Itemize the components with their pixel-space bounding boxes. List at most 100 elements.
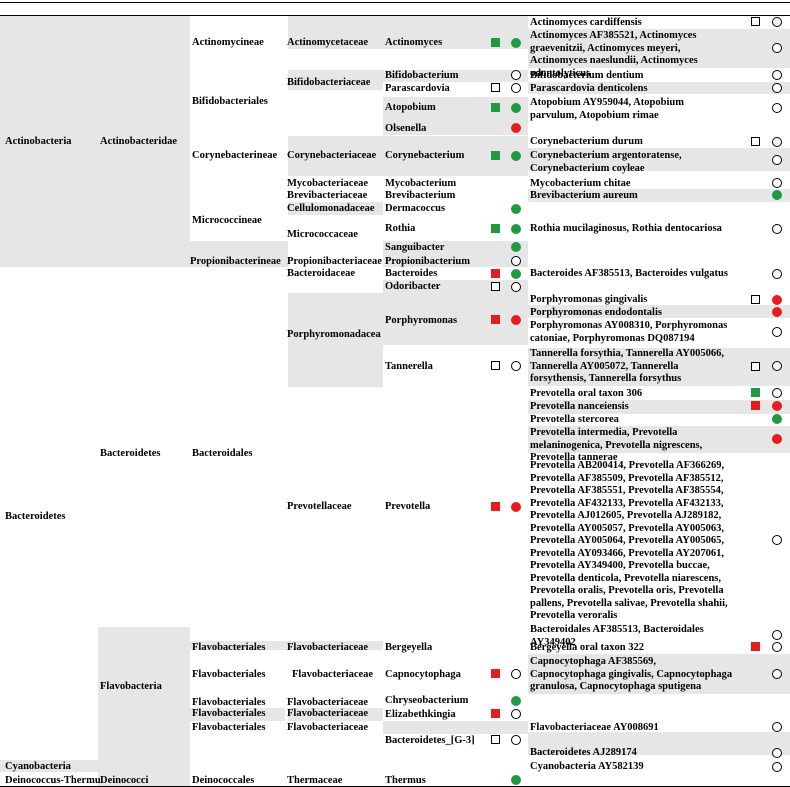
species-label: Prevotella AY005057, Prevotella AY005063… [530, 522, 724, 534]
species-label: Porphyromonas endodontalis [530, 307, 662, 318]
familie-label: Flavobacteriaceae [287, 697, 369, 708]
species-label: Cyanobacteria AY582139 [530, 761, 644, 772]
genus-label: Actinomyces [385, 37, 443, 48]
familie-label: Prevotellaceae [287, 501, 352, 512]
species-label: Prevotella veroralis [530, 610, 618, 621]
phylum-label: Deinococcus-Thermu [5, 775, 101, 786]
species-label: Porphyromonas AY008310, Porphyromonas [530, 320, 728, 331]
familie-label: Propionibacteriaceae [287, 256, 382, 267]
species-label: Prevotella stercorea [530, 414, 619, 425]
phylum-label: Actinobacteria [5, 136, 72, 147]
familie-label: Flavobacteriaceae [292, 669, 374, 680]
genus-label: Prevotella [385, 501, 431, 512]
shade-block-8 [383, 97, 528, 121]
marker-circle [772, 762, 782, 772]
marker-square [751, 137, 760, 146]
marker-circle [772, 190, 782, 200]
header-rule-top [0, 2, 790, 3]
phylum-label: Cyanobacteria [5, 761, 71, 772]
marker-square [491, 151, 500, 160]
marker-square [491, 669, 500, 678]
species-label: Prevotella denticola, Prevotella niaresc… [530, 572, 721, 584]
marker-circle [511, 669, 521, 679]
species-label: Prevotella oralis, Prevotella oris, Prev… [530, 585, 724, 596]
marker-circle [511, 38, 521, 48]
marker-square [491, 103, 500, 112]
order-label: Flavobacteriales [192, 708, 266, 719]
marker-circle [772, 361, 782, 371]
marker-circle [511, 282, 521, 292]
marker-circle [772, 535, 782, 545]
species-label: Prevotella AJ012605, Prevotella AJ289182… [530, 510, 722, 521]
marker-circle [772, 388, 782, 398]
marker-circle [511, 70, 521, 80]
shade-block-19 [383, 293, 528, 345]
shade-block-21 [528, 348, 790, 386]
order-label: Deinococcales [192, 775, 255, 786]
species-label: graevenitzii, Actinomyces meyeri, [530, 42, 681, 54]
marker-circle [772, 295, 782, 305]
species-label: Prevotella intermedia, Prevotella [530, 427, 678, 438]
classe-label: Deinococci [100, 775, 149, 786]
species-label: Bergeyella oral taxon 322 [530, 642, 645, 653]
marker-circle [772, 70, 782, 80]
marker-square [751, 362, 760, 371]
genus-label: Mycobacterium [385, 178, 457, 189]
marker-circle [511, 735, 521, 745]
shade-block-7 [528, 82, 790, 94]
marker-circle [772, 327, 782, 337]
species-label: Prevotella AY349400, Prevotella buccae, [530, 560, 710, 571]
shade-block-12 [528, 148, 790, 171]
marker-circle [511, 256, 521, 266]
species-label: Capnocytophaga gingivalis, Capnocytophag… [530, 668, 733, 680]
marker-circle [772, 83, 782, 93]
shade-block-6 [383, 70, 528, 82]
species-label: Corynebacterium argentoratense, [530, 150, 682, 161]
shade-block-28 [190, 708, 285, 721]
shade-block-27 [528, 654, 790, 694]
familie-label: Micrococcaceae [287, 229, 358, 240]
marker-square [491, 282, 500, 291]
shade-block-25 [190, 641, 288, 650]
marker-circle [772, 137, 782, 147]
marker-circle [511, 123, 521, 133]
marker-circle [511, 224, 521, 234]
species-label: Mycobacterium chitae [530, 178, 631, 189]
marker-circle [772, 669, 782, 679]
shade-block-0 [0, 16, 98, 267]
familie-label: Flavobacteriaceae [287, 642, 369, 653]
marker-circle [511, 315, 521, 325]
marker-circle [511, 775, 521, 785]
species-label: Corynebacterium coyleae [530, 162, 645, 174]
shade-block-24 [98, 627, 190, 787]
marker-square [491, 735, 500, 744]
order-label: Actinomycineae [192, 37, 264, 48]
species-label: granulosa, Capnocytophaga sputigena [530, 681, 702, 692]
marker-circle [511, 151, 521, 161]
order-label: Bacteroidales [192, 448, 253, 459]
familie-label: Flavobacteriaceae [287, 708, 369, 719]
species-label: Porphyromonas gingivalis [530, 294, 648, 305]
familie-label: Flavobacteriaceae [287, 722, 369, 733]
species-label: Prevotella AB200414, Prevotella AF366269… [530, 460, 725, 471]
marker-circle [772, 748, 782, 758]
species-label: Brevibacterium aureum [530, 190, 638, 201]
shade-block-10 [288, 136, 383, 176]
familie-label: Porphyromonadacea [287, 329, 381, 340]
marker-circle [772, 155, 782, 165]
marker-circle [772, 630, 782, 640]
species-label: Prevotella AF385551, Prevotella AF385554… [530, 485, 724, 496]
genus-label: Tannerella [385, 361, 433, 372]
familie-label: Cellulomonadaceae [287, 203, 375, 214]
order-label: Bifidobacteriales [192, 96, 268, 107]
marker-circle [511, 103, 521, 113]
shade-block-22 [528, 400, 790, 414]
species-label: Prevotella AF432133, Prevotella AF432133… [530, 497, 724, 509]
marker-circle [772, 269, 782, 279]
species-label: Prevotella oral taxon 306 [530, 388, 643, 399]
marker-circle [511, 242, 521, 252]
shade-block-9 [383, 121, 528, 135]
marker-circle [511, 696, 521, 706]
species-label: Tannerella forsythia, Tannerella AY00506… [530, 348, 724, 359]
